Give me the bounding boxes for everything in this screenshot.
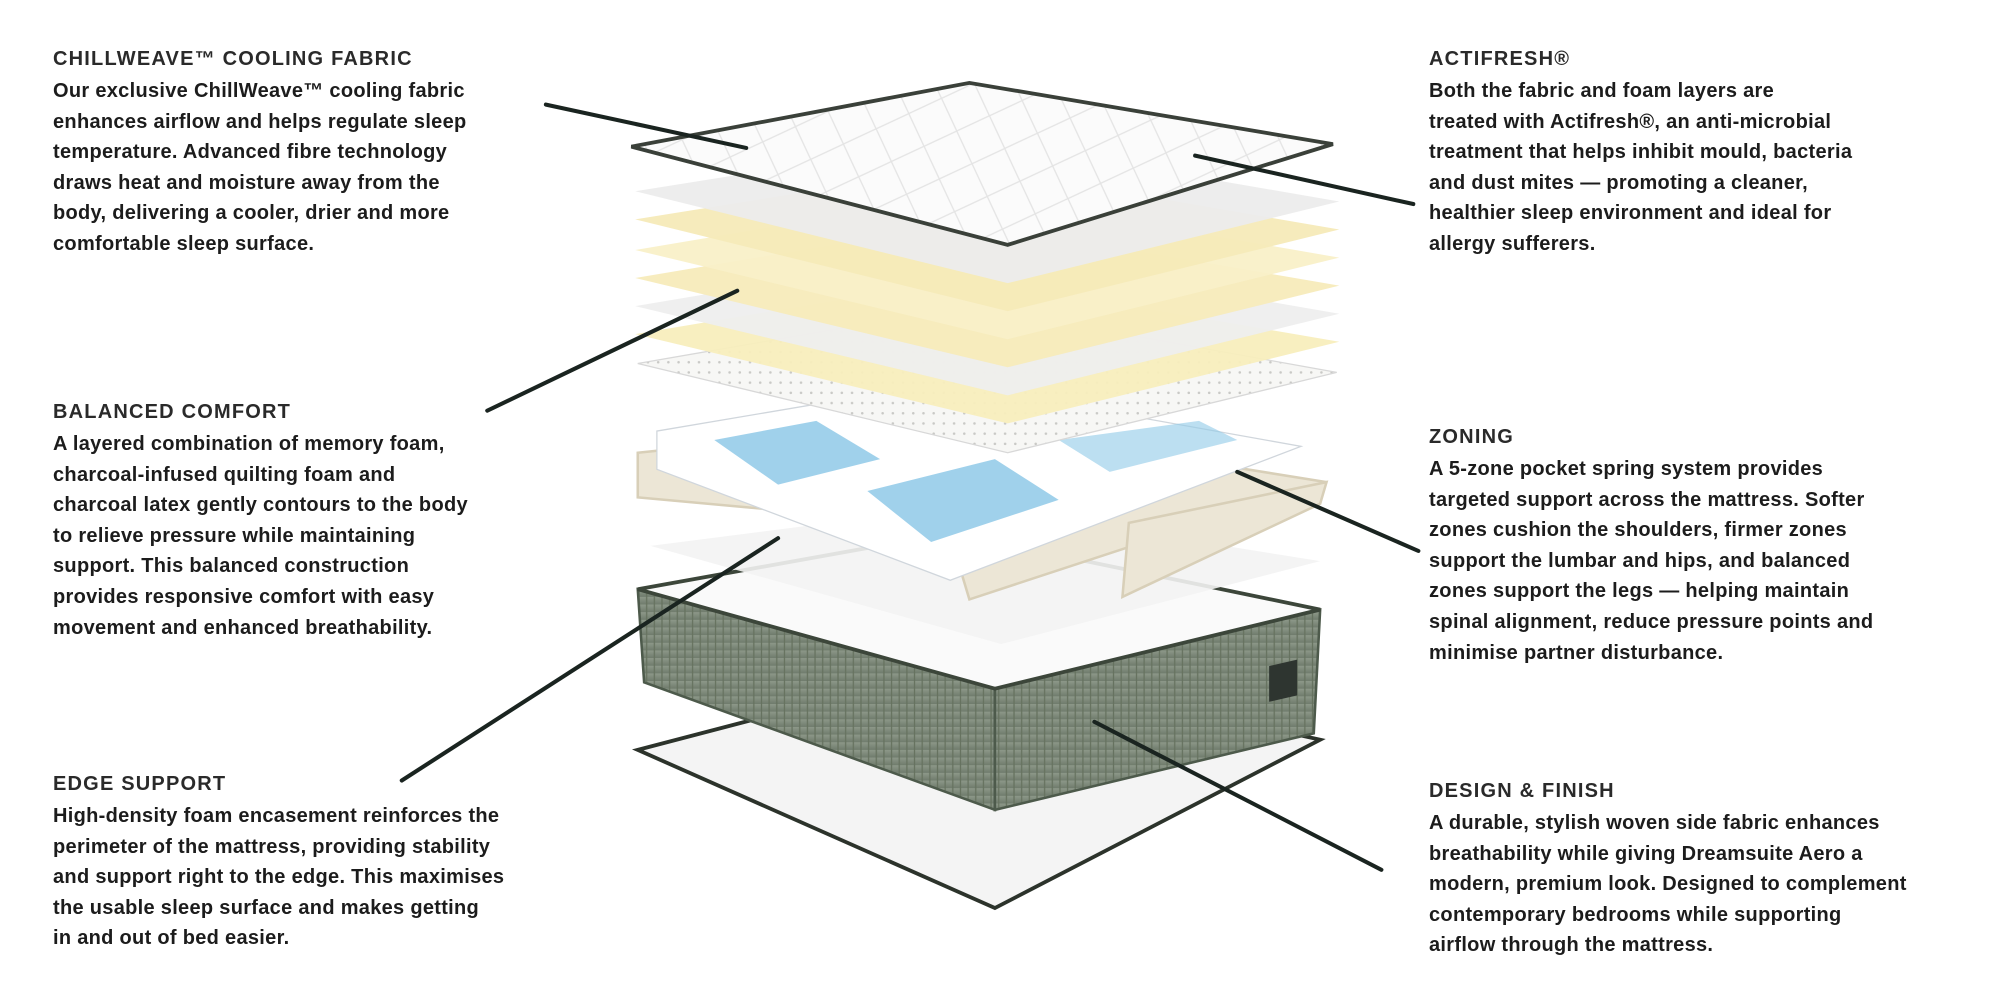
- feature-chillweave: CHILLWEAVE™ COOLING FABRIC Our exclusive …: [53, 44, 573, 260]
- feature-description-line: minimise partner disturbance.: [1429, 641, 1724, 664]
- feature-description-line: provides responsive comfort with easy: [53, 585, 435, 608]
- feature-description-line: Our exclusive ChillWeave™ cooling fabric: [53, 80, 465, 102]
- feature-description-line: A layered combination of memory foam,: [53, 433, 445, 455]
- feature-description-line: zones cushion the shoulders, firmer zone…: [1429, 519, 1847, 542]
- feature-description-line: treatment that helps inhibit mould, bact…: [1429, 141, 1853, 164]
- feature-description-line: support. This balanced construction: [53, 555, 410, 578]
- feature-title: BALANCED COMFORT: [53, 401, 292, 423]
- feature-description-line: support the lumbar and hips, and balance…: [1429, 549, 1851, 572]
- feature-description-line: charcoal-infused quilting foam and: [53, 463, 396, 486]
- feature-description-line: draws heat and moisture away from the: [53, 171, 440, 194]
- feature-description-line: perimeter of the mattress, providing sta…: [53, 835, 491, 858]
- leader-line-chillweave: [543, 102, 749, 150]
- feature-description-line: contemporary bedrooms while supporting: [1429, 903, 1842, 926]
- feature-description-line: movement and enhanced breathability.: [53, 616, 433, 639]
- feature-description-line: High-density foam encasement reinforces …: [53, 805, 500, 827]
- feature-description-line: breathability while giving Dreamsuite Ae…: [1429, 842, 1863, 865]
- feature-title: CHILLWEAVE™ COOLING FABRIC: [53, 48, 413, 70]
- leader-line-zoning: [1235, 469, 1421, 553]
- feature-description-line: zones support the legs — helping maintai…: [1429, 580, 1850, 603]
- feature-description-line: healthier sleep environment and ideal fo…: [1429, 202, 1832, 225]
- feature-description-line: treated with Actifresh®, an anti-microbi…: [1429, 110, 1832, 133]
- feature-description-line: and dust mites — promoting a cleaner,: [1429, 171, 1808, 194]
- brand-label: [1269, 659, 1298, 702]
- feature-description-line: modern, premium look. Designed to comple…: [1429, 873, 1907, 896]
- feature-description-line: the usable sleep surface and makes getti…: [53, 896, 480, 919]
- feature-description-line: charcoal latex gently contours to the bo…: [53, 494, 468, 517]
- feature-description-line: and support right to the edge. This maxi…: [53, 866, 505, 889]
- feature-description-line: airflow through the mattress.: [1429, 934, 1714, 957]
- feature-zoning: ZONING A 5-zone pocket spring system prov…: [1429, 422, 1949, 668]
- feature-title: ZONING: [1429, 426, 1514, 448]
- feature-description-line: A 5-zone pocket spring system provides: [1429, 458, 1824, 480]
- feature-description-line: Both the fabric and foam layers are: [1429, 80, 1775, 102]
- feature-description-line: spinal alignment, reduce pressure points…: [1429, 610, 1874, 633]
- feature-description-line: allergy sufferers.: [1429, 232, 1596, 255]
- feature-description-line: in and out of bed easier.: [53, 927, 290, 950]
- leader-line-balanced-comfort: [485, 288, 740, 413]
- feature-description-line: targeted support across the mattress. So…: [1429, 488, 1865, 511]
- feature-balanced-comfort: BALANCED COMFORT A layered combination of…: [53, 397, 573, 643]
- feature-description-line: temperature. Advanced fibre technology: [53, 141, 448, 164]
- feature-design-finish: DESIGN & FINISH A durable, stylish woven …: [1429, 776, 1949, 961]
- leader-line-edge-support: [399, 536, 781, 783]
- feature-description-line: enhances airflow and helps regulate slee…: [53, 110, 467, 133]
- leader-line-actifresh: [1193, 153, 1416, 207]
- chillweave-cover: [630, 80, 1334, 247]
- feature-title: ACTIFRESH®: [1429, 48, 1571, 70]
- pocket-spring-unit: [636, 381, 1329, 602]
- leader-line-design-finish: [1092, 719, 1384, 872]
- feature-description-line: body, delivering a cooler, drier and mor…: [53, 202, 450, 225]
- feature-description-line: A durable, stylish woven side fabric enh…: [1429, 812, 1880, 834]
- feature-actifresh: ACTIFRESH® Both the fabric and foam layer…: [1429, 44, 1949, 260]
- feature-edge-support: EDGE SUPPORT High-density foam encasement…: [53, 769, 573, 954]
- feature-title: EDGE SUPPORT: [53, 773, 227, 795]
- feature-description-line: to relieve pressure while maintaining: [53, 524, 416, 547]
- feature-description-line: comfortable sleep surface.: [53, 232, 315, 255]
- feature-title: DESIGN & FINISH: [1429, 780, 1615, 802]
